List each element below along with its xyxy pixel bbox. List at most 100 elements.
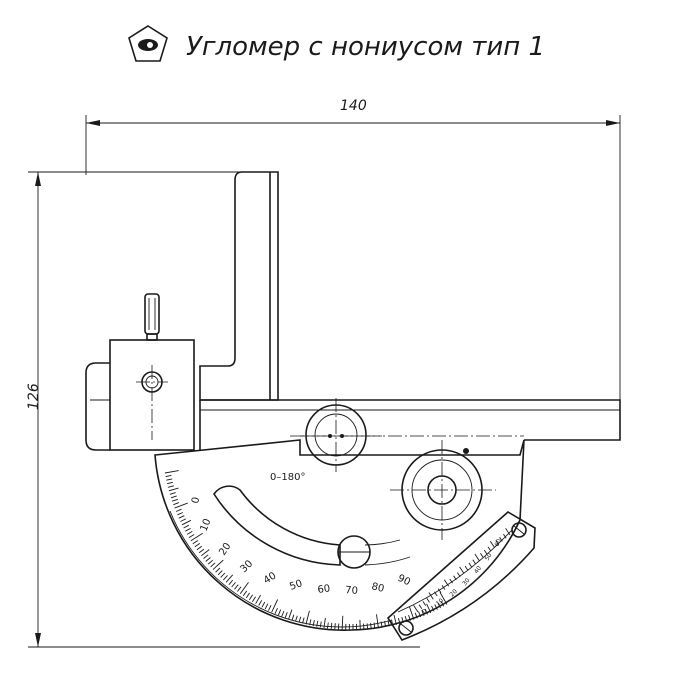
vernier-label-50: 50 bbox=[484, 552, 494, 562]
main-scale-tick bbox=[207, 559, 213, 565]
main-scale-tick bbox=[217, 570, 223, 576]
main-scale-tick bbox=[175, 508, 182, 512]
main-scale-labels: 0 10 20 30 40 50 60 70 80 90 bbox=[190, 496, 412, 597]
main-scale-tick bbox=[180, 518, 186, 522]
main-scale-tick bbox=[440, 600, 445, 607]
vernier-scale-tick bbox=[443, 579, 450, 587]
vernier-scale-tick bbox=[422, 601, 427, 606]
scale-label-70: 70 bbox=[345, 585, 358, 597]
main-scale-tick bbox=[298, 616, 302, 623]
scale-label-80: 80 bbox=[370, 581, 385, 595]
main-scale-tick bbox=[212, 559, 224, 570]
vernier-label-10: 10 bbox=[435, 597, 445, 607]
title-block: Угломер с нониусом тип 1 bbox=[128, 25, 545, 62]
main-scale-tick bbox=[387, 620, 390, 627]
main-scale bbox=[164, 470, 448, 631]
main-scale-tick bbox=[177, 512, 184, 516]
main-scale-tick bbox=[228, 579, 234, 585]
main-scale-tick bbox=[305, 610, 310, 625]
width-dimension-label: 140 bbox=[340, 98, 367, 114]
main-scale-tick bbox=[426, 603, 432, 614]
scale-label-20: 20 bbox=[217, 541, 233, 558]
main-scale-tick bbox=[223, 575, 228, 581]
vernier-scale-tick bbox=[505, 528, 511, 536]
main-scale-tick bbox=[192, 540, 199, 545]
main-scale-tick bbox=[185, 528, 191, 532]
scale-label-10: 10 bbox=[199, 517, 214, 533]
main-scale-tick bbox=[370, 623, 372, 630]
ruler-blade bbox=[199, 399, 621, 450]
main-scale-tick bbox=[174, 502, 188, 509]
main-scale-tick bbox=[264, 603, 269, 610]
main-scale-tick bbox=[203, 554, 209, 559]
main-scale-tick bbox=[168, 487, 179, 492]
main-scale-tick bbox=[373, 622, 376, 629]
main-scale-tick bbox=[198, 548, 205, 554]
vernier-scale-tick bbox=[459, 566, 465, 574]
main-scale-tick bbox=[384, 621, 387, 628]
pentagon-eye-logo-icon bbox=[128, 25, 168, 62]
vernier-scale-tick bbox=[434, 591, 438, 597]
vernier-plate bbox=[386, 511, 536, 641]
vernier-scale-tick bbox=[472, 559, 476, 565]
main-scale-tick bbox=[205, 557, 211, 562]
vernier-label-0: 0 bbox=[421, 608, 428, 616]
vernier-screw-bottom[interactable] bbox=[398, 620, 414, 636]
main-scale-tick bbox=[291, 614, 295, 621]
main-scale-tick bbox=[295, 615, 298, 622]
vernier-scale-tick bbox=[428, 592, 434, 600]
main-scale-tick bbox=[181, 519, 192, 526]
main-scale-tick bbox=[288, 609, 293, 620]
main-scale-tick bbox=[186, 531, 193, 535]
scale-label-0: 0 bbox=[190, 496, 202, 505]
main-scale-tick bbox=[183, 524, 190, 529]
width-dimension: 140 bbox=[85, 98, 621, 400]
main-scale-tick bbox=[397, 617, 401, 625]
main-scale-tick bbox=[190, 532, 203, 542]
main-scale-tick bbox=[316, 620, 319, 627]
vernier-screw-top[interactable] bbox=[511, 522, 527, 538]
main-scale-tick bbox=[424, 608, 428, 615]
main-scale-tick bbox=[194, 543, 201, 548]
range-note: 0–180° bbox=[270, 472, 305, 483]
main-scale-tick bbox=[319, 621, 322, 628]
vernier-scale-tick bbox=[487, 546, 492, 552]
lock-nut[interactable] bbox=[300, 435, 524, 540]
main-scale-tick bbox=[414, 612, 418, 619]
main-scale-tick bbox=[252, 596, 256, 603]
height-dimension-label: 126 bbox=[26, 383, 42, 410]
main-scale-tick bbox=[312, 620, 315, 627]
main-scale-tick bbox=[166, 481, 174, 485]
clamp-screw-knob[interactable] bbox=[144, 293, 160, 335]
vernier-scale-tick bbox=[483, 549, 488, 555]
main-scale-tick bbox=[196, 545, 203, 551]
vernier-scale-labels: 0 10 20 30 40 50 60 bbox=[421, 538, 503, 616]
main-scale-tick bbox=[437, 602, 441, 609]
vernier-scale-tick bbox=[480, 553, 484, 558]
pivot-screw bbox=[290, 398, 382, 472]
scale-label-50: 50 bbox=[288, 578, 304, 593]
main-scale-tick bbox=[237, 586, 242, 592]
scale-label-60: 60 bbox=[317, 583, 331, 596]
main-scale-tick bbox=[277, 609, 282, 616]
vernier-scale bbox=[413, 528, 511, 613]
vernier-scale-tick bbox=[499, 537, 503, 542]
main-scale-tick bbox=[169, 492, 176, 495]
main-scale-tick bbox=[274, 608, 278, 614]
main-scale-tick bbox=[380, 621, 383, 628]
main-scale-tick bbox=[431, 605, 435, 612]
main-scale-tick bbox=[376, 614, 379, 629]
main-scale-tick bbox=[220, 572, 226, 578]
main-scale-tick bbox=[215, 567, 221, 573]
main-scale-tick bbox=[408, 614, 411, 621]
main-scale-tick bbox=[408, 606, 415, 620]
vernier-scale-tick bbox=[441, 585, 446, 590]
vernier-scale-tick bbox=[464, 565, 469, 571]
vernier-scale-tick bbox=[437, 588, 442, 594]
main-scale-tick bbox=[171, 498, 178, 502]
height-dimension: 126 bbox=[26, 171, 420, 648]
scale-label-30: 30 bbox=[238, 558, 255, 575]
main-scale-tick bbox=[234, 584, 239, 590]
main-scale-tick bbox=[178, 515, 185, 519]
